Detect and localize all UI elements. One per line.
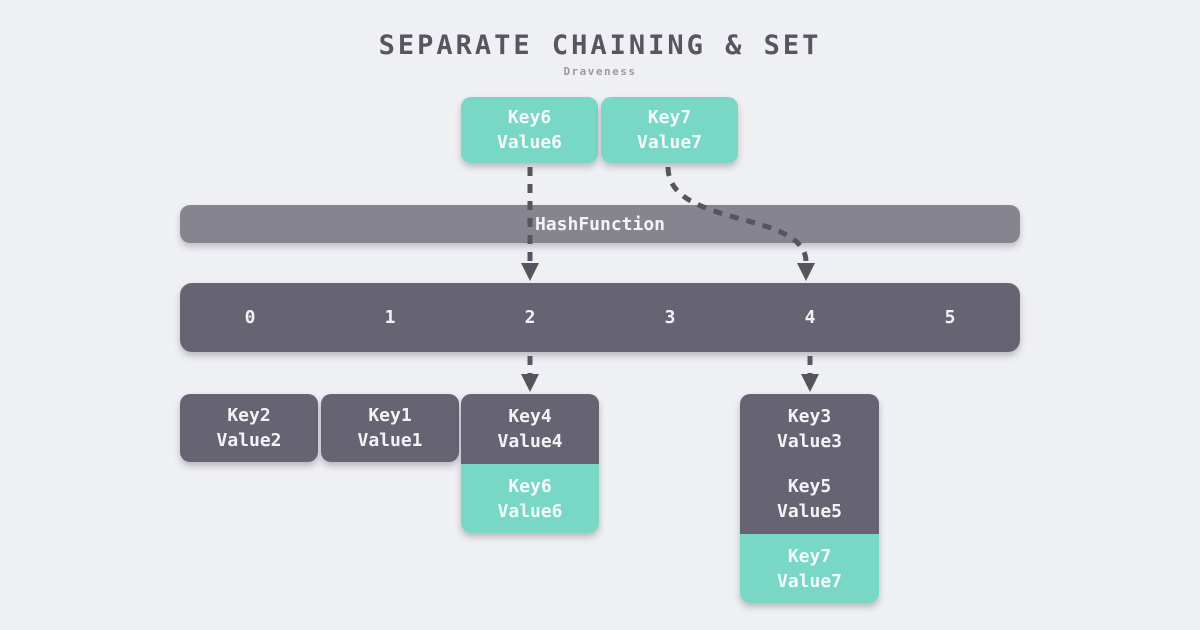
bucket-index-0: 0 xyxy=(244,307,256,328)
entry-value-label: Value7 xyxy=(776,570,843,592)
pair-value-label: Value7 xyxy=(636,132,703,153)
hash-function-bar: HashFunction xyxy=(180,205,1020,243)
bucket-index-2: 2 xyxy=(524,307,536,328)
chain-entry: Key4 Value4 xyxy=(461,394,599,464)
arrowhead-key7 xyxy=(797,263,815,281)
entry-value-label: Value6 xyxy=(497,500,563,522)
pair-key-label: Key7 xyxy=(647,107,692,128)
entry-key-label: Key5 xyxy=(787,476,832,497)
entry-key-label: Key1 xyxy=(368,405,412,426)
arrowhead-bucket2 xyxy=(521,374,539,392)
entry-key-label: Key7 xyxy=(787,545,832,567)
entry-key-label: Key2 xyxy=(227,405,271,426)
pair-value-label: Value6 xyxy=(496,132,563,153)
arrowhead-bucket4 xyxy=(801,374,819,392)
chain-entry: Key1 Value1 xyxy=(321,394,459,462)
incoming-pair-key6: Key6 Value6 xyxy=(461,97,598,163)
entry-key-label: Key3 xyxy=(787,406,832,427)
entry-key-label: Key6 xyxy=(508,475,552,497)
incoming-pair-key7: Key7 Value7 xyxy=(601,97,738,163)
entry-value-label: Value4 xyxy=(497,431,563,452)
bucket-index-5: 5 xyxy=(944,307,956,328)
chain-bucket-2: Key4 Value4 Key6 Value6 xyxy=(461,394,599,533)
chain-entry: Key3 Value3 xyxy=(740,394,879,464)
bucket-index-4: 4 xyxy=(804,307,816,328)
chain-bucket-0: Key2 Value2 xyxy=(180,394,318,462)
arrowhead-key6 xyxy=(521,263,539,281)
entry-value-label: Value2 xyxy=(216,430,282,451)
entry-value-label: Value1 xyxy=(357,430,423,451)
bucket-array-bar: 0 1 2 3 4 5 xyxy=(180,283,1020,352)
chain-entry: Key5 Value5 xyxy=(740,464,879,534)
chain-bucket-1: Key1 Value1 xyxy=(321,394,459,462)
chain-entry-highlighted: Key7 Value7 xyxy=(740,534,879,603)
entry-value-label: Value3 xyxy=(776,431,843,452)
hash-function-label: HashFunction xyxy=(534,213,666,235)
pair-key-label: Key6 xyxy=(507,107,552,128)
entry-key-label: Key4 xyxy=(508,406,552,427)
bucket-index-1: 1 xyxy=(384,307,396,328)
bucket-index-3: 3 xyxy=(664,307,676,328)
chain-entry: Key2 Value2 xyxy=(180,394,318,462)
author-watermark: Draveness xyxy=(563,65,637,78)
chain-entry-highlighted: Key6 Value6 xyxy=(461,464,599,533)
page-title: SEPARATE CHAINING & SET xyxy=(378,30,822,61)
entry-value-label: Value5 xyxy=(776,501,843,522)
chain-bucket-4: Key3 Value3 Key5 Value5 Key7 Value7 xyxy=(740,394,879,603)
